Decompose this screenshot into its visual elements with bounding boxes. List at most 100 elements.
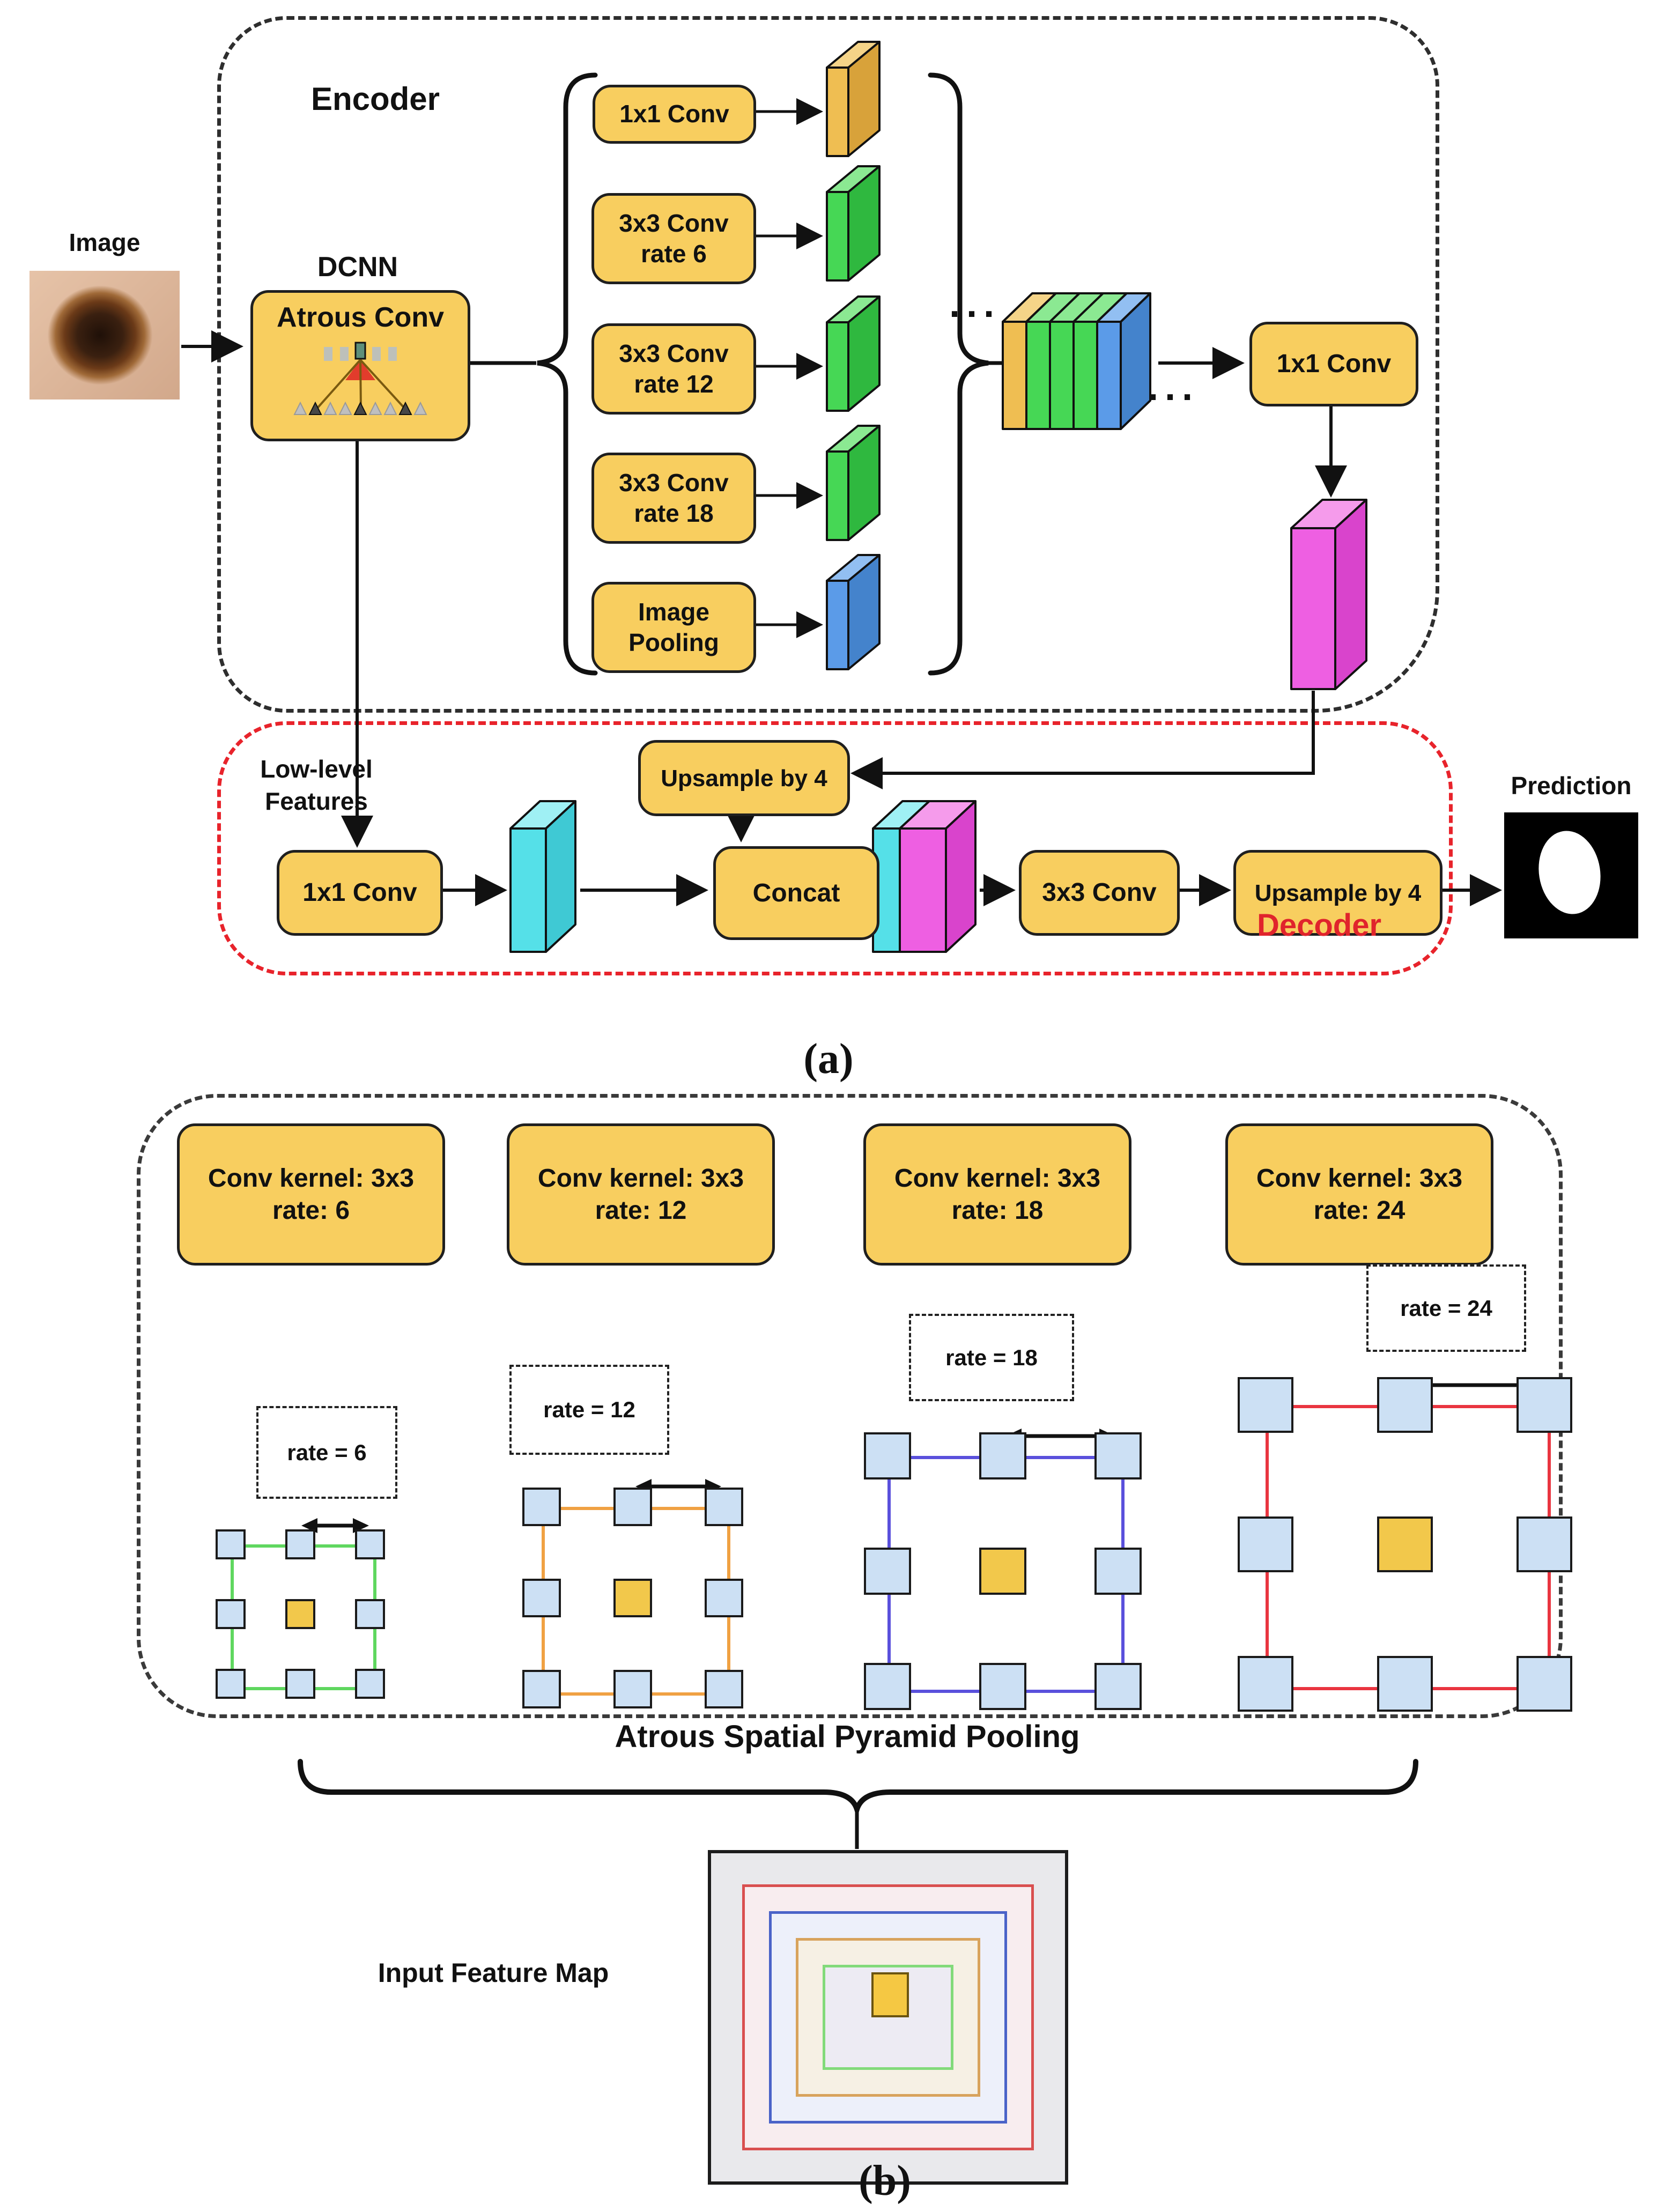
branch-label: 3x3 Conv [619, 209, 729, 237]
kernel-rate: rate: 24 [1313, 1196, 1406, 1225]
low-level-slab [509, 800, 576, 953]
grid-sample-cell [1094, 1432, 1142, 1479]
kernel-box-rate12: Conv kernel: 3x3 rate: 12 [507, 1123, 775, 1266]
grid-sample-cell [1238, 1516, 1293, 1572]
grid-sample-cell [705, 1488, 743, 1526]
kernel-label: Conv kernel: 3x3 [208, 1164, 415, 1193]
branch-label: rate 6 [641, 240, 707, 268]
ellipsis-lower: ··· [1148, 376, 1199, 419]
rate-tag-6: rate = 6 [256, 1406, 397, 1499]
projection-1x1-conv-box: 1x1 Conv [1249, 322, 1418, 406]
grid-sample-cell [216, 1669, 246, 1699]
upsample-bottom-box: Upsample by 4 [1233, 850, 1443, 936]
kernel-rate: rate: 12 [595, 1196, 687, 1225]
low-level-features-label: Low-level Features [225, 753, 408, 818]
image-label: Image [69, 228, 140, 256]
grid-sample-cell [355, 1599, 385, 1629]
grid-sample-cell [285, 1669, 315, 1699]
grid-sample-cell [522, 1488, 561, 1526]
grid-sample-cell [705, 1579, 743, 1617]
input-skin-image [29, 271, 180, 400]
feature-slab-rate18 [826, 425, 881, 541]
feature-map [708, 1850, 1068, 2185]
grid-sample-cell [613, 1670, 652, 1708]
input-feature-map-label: Input Feature Map [378, 1958, 609, 1988]
branch-label: Image [638, 597, 709, 626]
kernel-rate: rate: 6 [272, 1196, 350, 1225]
aspp-grid-4 [1238, 1377, 1572, 1712]
encoder-title: Encoder [310, 81, 440, 117]
grid-sample-cell [216, 1599, 246, 1629]
prediction-label: Prediction [1511, 772, 1632, 800]
grid-sample-cell [1517, 1516, 1572, 1572]
rate-tag-text: rate = 18 [945, 1344, 1038, 1370]
kernel-box-rate18: Conv kernel: 3x3 rate: 18 [863, 1123, 1131, 1266]
branch-label: 3x3 Conv [619, 468, 729, 497]
branch-box-rate6: 3x3 Conv rate 6 [591, 193, 756, 284]
rate-tag-text: rate = 12 [543, 1397, 635, 1422]
decoder-title: Decoder [1256, 908, 1382, 943]
concatenated-feature-stack [1002, 292, 1151, 430]
rate-tag-text: rate = 6 [287, 1439, 367, 1465]
kernel-box-rate6: Conv kernel: 3x3 rate: 6 [177, 1123, 445, 1266]
rate-tag-text: rate = 24 [1400, 1295, 1492, 1321]
branch-label: 3x3 Conv [619, 339, 729, 367]
kernel-box-rate24: Conv kernel: 3x3 rate: 24 [1225, 1123, 1493, 1266]
kernel-label: Conv kernel: 3x3 [537, 1164, 744, 1193]
grid-sample-cell [522, 1579, 561, 1617]
encoder-region [217, 16, 1439, 713]
branch-label: Pooling [628, 628, 719, 656]
upsample-top-label: Upsample by 4 [661, 765, 827, 791]
grid-sample-cell [1517, 1656, 1572, 1712]
caption-a: (a) [803, 1035, 854, 1083]
rate-tag-12: rate = 12 [509, 1365, 669, 1455]
grid-sample-cell [1094, 1663, 1142, 1710]
prediction-mask-image [1504, 812, 1638, 938]
grid-center-cell [1377, 1516, 1433, 1572]
atrous-conv-label: Atrous Conv [277, 302, 444, 333]
kernel-label: Conv kernel: 3x3 [894, 1164, 1101, 1193]
grid-sample-cell [613, 1488, 652, 1526]
grid-sample-cell [1238, 1377, 1293, 1433]
grid-sample-cell [1377, 1656, 1433, 1712]
upsample-top-box: Upsample by 4 [638, 740, 850, 816]
curly-brace-right [928, 72, 989, 676]
upsample-bottom-label: Upsample by 4 [1254, 879, 1422, 906]
branch-box-rate12: 3x3 Conv rate 12 [591, 323, 756, 415]
decoder-region [217, 721, 1453, 975]
branch-box-1x1conv: 1x1 Conv [593, 85, 756, 144]
low-level-line1: Low-level [260, 755, 373, 783]
grid-sample-cell [864, 1432, 911, 1479]
rate-tag-18: rate = 18 [909, 1314, 1074, 1401]
projection-label: 1x1 Conv [1276, 350, 1392, 378]
aspp-underbrace [298, 1759, 1418, 1818]
kernel-label: Conv kernel: 3x3 [1256, 1164, 1463, 1193]
conv3x3-label: 3x3 Conv [1042, 878, 1157, 907]
feature-map-center-cell [871, 1972, 909, 2017]
grid-sample-cell [355, 1529, 385, 1559]
curly-brace-left [537, 72, 598, 676]
kernel-rate: rate: 18 [951, 1196, 1044, 1225]
decoder-1x1-conv-box: 1x1 Conv [277, 850, 443, 936]
aspp-title: Atrous Spatial Pyramid Pooling [615, 1719, 1080, 1754]
feature-slab-rate6 [826, 165, 881, 282]
caption-b: (b) [859, 2157, 911, 2204]
branch-box-image-pooling: Image Pooling [591, 582, 756, 673]
concat-output-slab-pair [872, 800, 977, 953]
aspp-grid-2 [522, 1488, 743, 1708]
aspp-grid-1 [216, 1529, 385, 1699]
grid-center-cell [613, 1579, 652, 1617]
encoder-output-slab [1290, 499, 1367, 690]
grid-sample-cell [1377, 1377, 1433, 1433]
rate-tag-24: rate = 24 [1366, 1264, 1526, 1352]
grid-center-cell [285, 1599, 315, 1629]
feature-slab-pooling [826, 554, 881, 670]
ellipsis-upper: ··· [949, 293, 1001, 336]
atrous-conv-box: Atrous Conv [250, 290, 470, 441]
branch-label: 1x1 Conv [619, 100, 729, 128]
dcnn-label: DCNN [317, 251, 398, 283]
decoder-3x3-conv-box: 3x3 Conv [1019, 850, 1180, 936]
grid-sample-cell [1517, 1377, 1572, 1433]
feature-slab-rate12 [826, 295, 881, 412]
